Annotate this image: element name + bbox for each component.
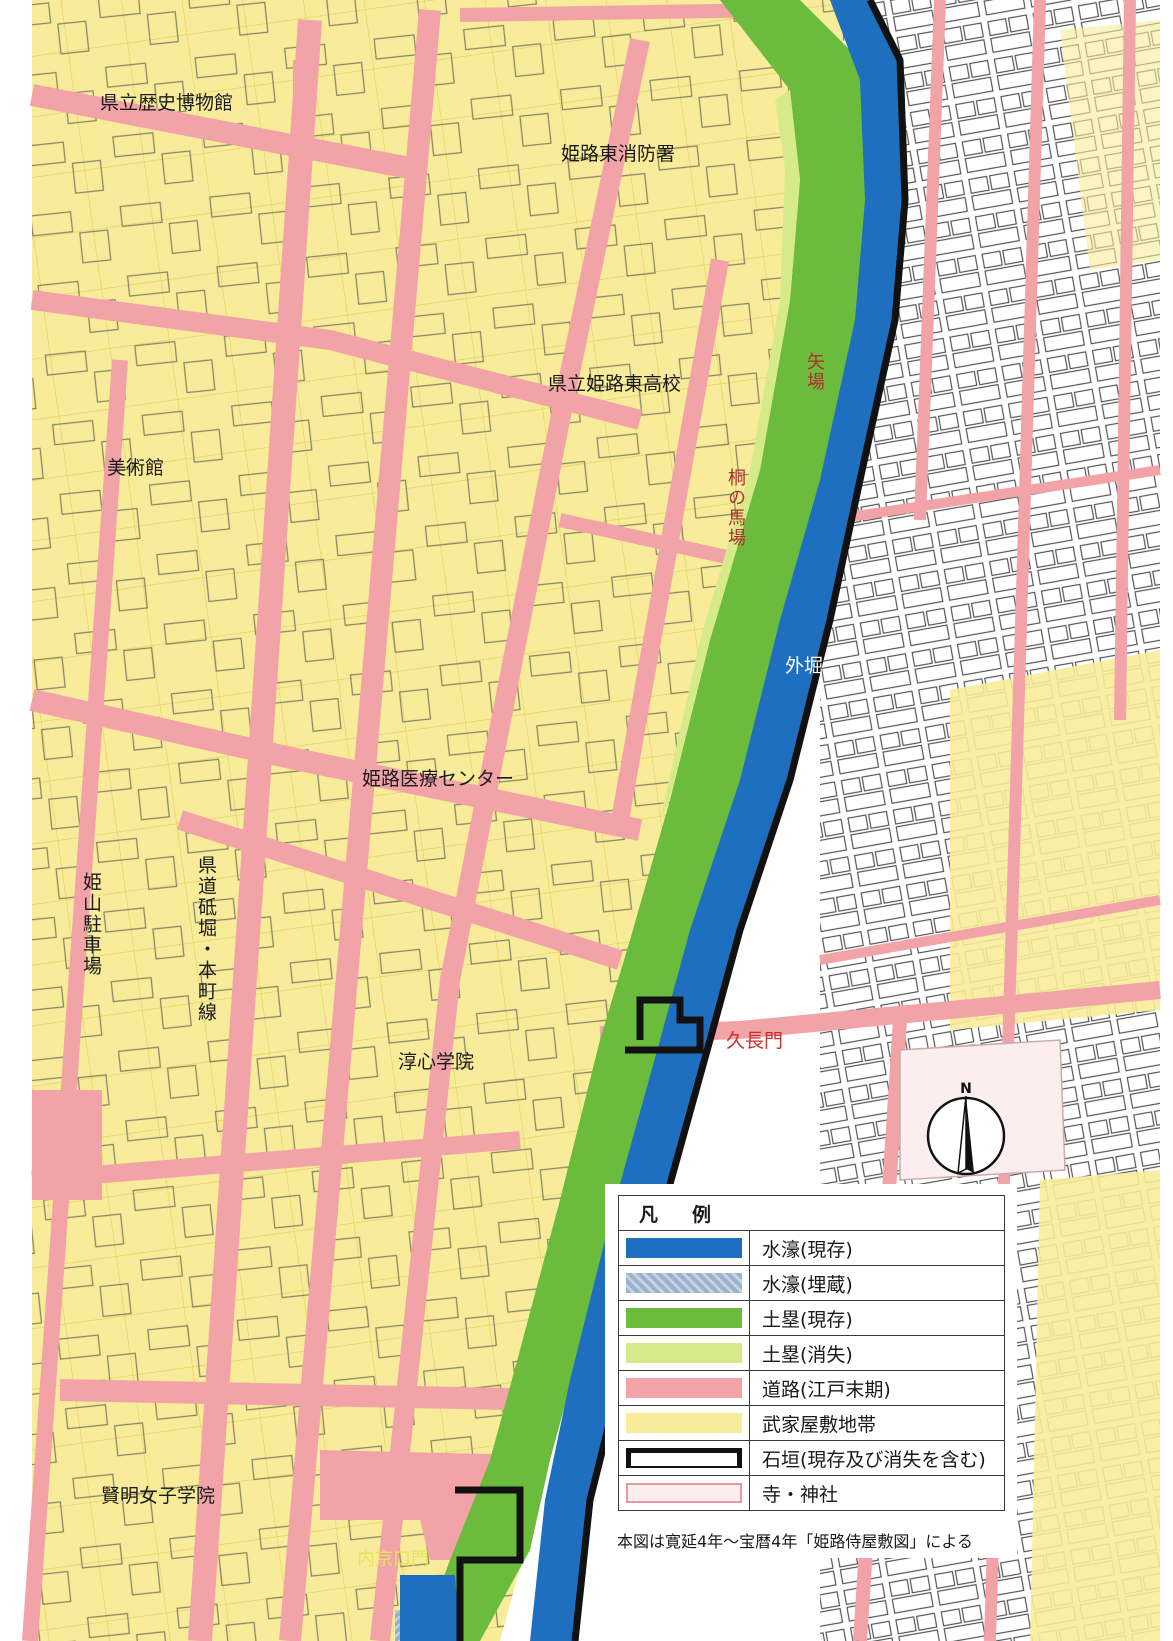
label-fire-station: 姫路東消防署: [561, 143, 676, 165]
label-kenmei-school: 賢明女子学院: [101, 1485, 216, 1507]
label-prefectural-museum: 県立歴史博物館: [100, 92, 234, 114]
label-kiri-baba: 桐の馬場: [725, 468, 746, 548]
legend-label: 土塁(現存): [749, 1300, 1005, 1336]
label-sotobori: 外堀: [785, 655, 824, 677]
legend-table: 凡例 水濠(現存) 水濠(埋蔵) 土塁(現存) 土塁(消失) 道路(江戸末期) …: [618, 1195, 1005, 1511]
north-arrow-icon: N: [926, 1081, 1006, 1176]
earthwork-lost: [660, 90, 800, 820]
legend-panel: 凡例 水濠(現存) 水濠(埋蔵) 土塁(現存) 土塁(消失) 道路(江戸末期) …: [605, 1184, 1017, 1558]
legend-swatch-earthwork-existing: [626, 1308, 742, 1328]
legend-row: 道路(江戸末期): [618, 1370, 1005, 1406]
legend-swatch-stone-wall: [626, 1448, 742, 1468]
samurai-area-east-2: [1030, 1170, 1160, 1641]
legend-swatch-earthwork-lost: [626, 1343, 742, 1363]
parking-block: [32, 1090, 102, 1200]
legend-label: 道路(江戸末期): [749, 1370, 1005, 1406]
legend-label: 寺・神社: [749, 1475, 1005, 1511]
label-prefectural-road: 県道砥堀・本町線: [195, 855, 217, 1023]
legend-swatch-moat-buried: [626, 1273, 742, 1293]
label-junshin-school: 淳心学院: [398, 1051, 475, 1073]
legend-row: 石垣(現存及び消失を含む): [618, 1440, 1005, 1476]
legend-row: 水濠(現存): [618, 1230, 1005, 1266]
label-kyunaga-gate: 久長門: [726, 1030, 784, 1052]
samurai-area-east: [950, 650, 1160, 1030]
label-uchikyoguchi-gate: 内京口門: [357, 1549, 429, 1570]
legend-swatch-temple: [626, 1483, 742, 1503]
legend-label: 武家屋敷地帯: [749, 1405, 1005, 1441]
label-himeyama-parking: 姫山駐車場: [80, 872, 102, 977]
legend-swatch-moat-existing: [626, 1238, 742, 1258]
compass-letter: N: [960, 1081, 972, 1097]
legend-label: 石垣(現存及び消失を含む): [749, 1440, 1005, 1476]
legend-row: 土塁(現存): [618, 1300, 1005, 1336]
legend-label: 水濠(現存): [749, 1230, 1005, 1266]
legend-swatch-road: [626, 1378, 742, 1398]
legend-row: 土塁(消失): [618, 1335, 1005, 1371]
legend-row: 寺・神社: [618, 1475, 1005, 1511]
legend-label: 土塁(消失): [749, 1335, 1005, 1371]
label-yaba: 矢場: [804, 352, 825, 392]
legend-row: 武家屋敷地帯: [618, 1405, 1005, 1441]
legend-label: 水濠(埋蔵): [749, 1265, 1005, 1301]
label-art-museum: 美術館: [107, 457, 165, 479]
legend-swatch-samurai-area: [626, 1413, 742, 1433]
legend-row: 水濠(埋蔵): [618, 1265, 1005, 1301]
legend-title: 凡例: [618, 1195, 1005, 1231]
earthwork-existing: [420, 0, 870, 1641]
samurai-area-east-3: [1060, 20, 1160, 270]
label-medical-center: 姫路医療センター: [362, 768, 515, 790]
label-high-school: 県立姫路東高校: [548, 373, 682, 395]
legend-note: 本図は寛延4年〜宝暦4年「姫路侍屋敷図」による: [617, 1532, 973, 1551]
moat-lower: [400, 1575, 460, 1641]
